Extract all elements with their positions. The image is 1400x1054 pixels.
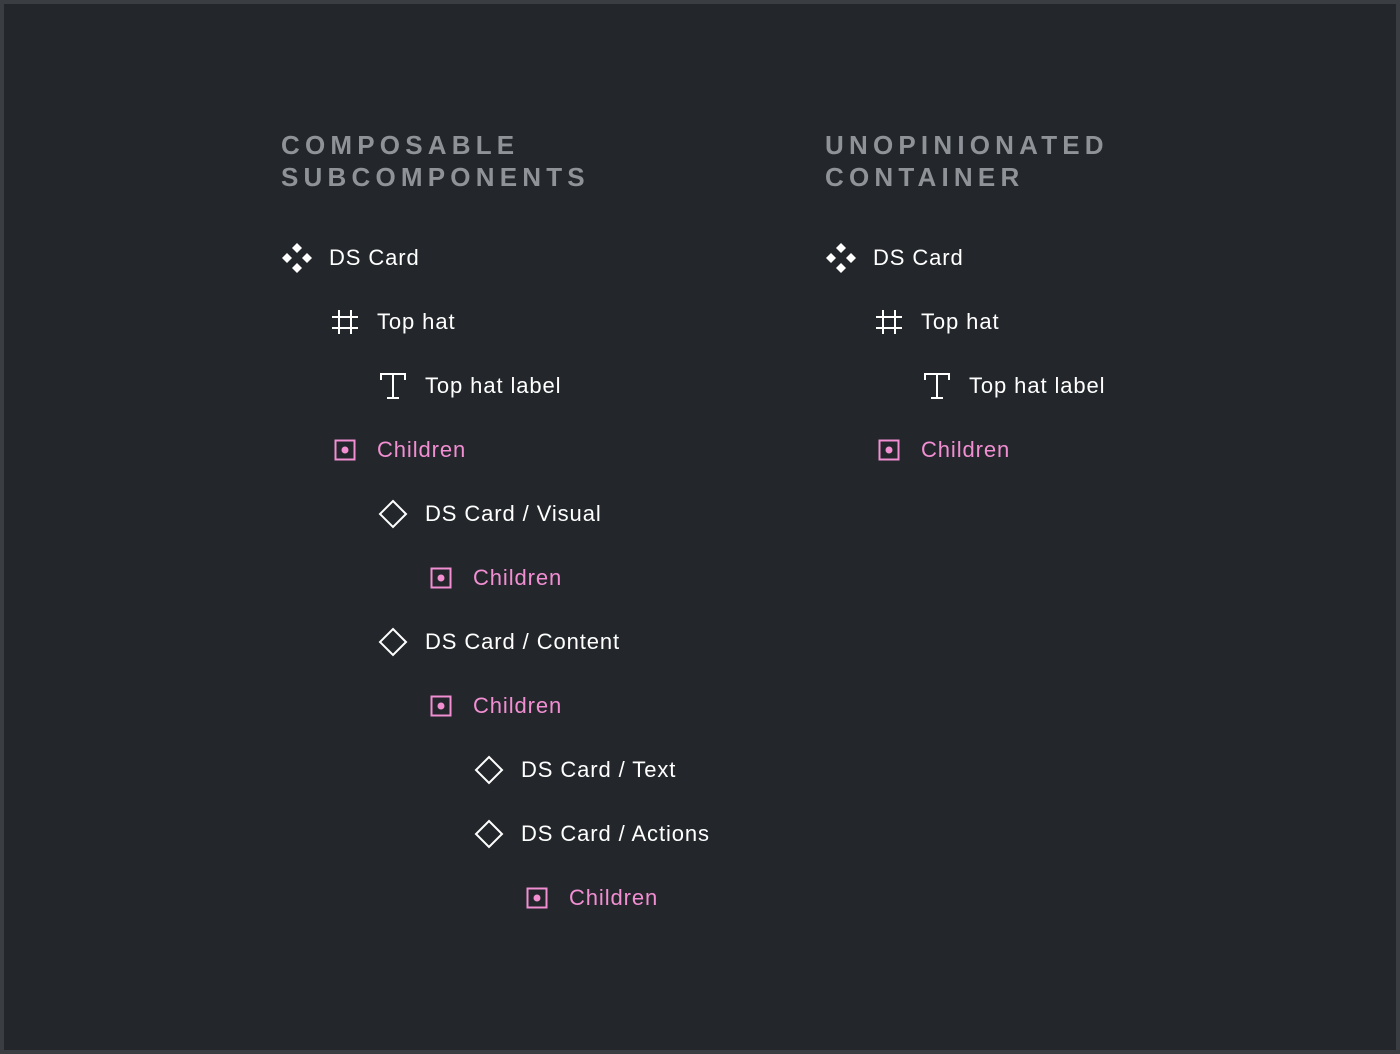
component-icon [825,242,857,274]
instance-icon [377,626,409,658]
layer-label: Children [473,693,563,718]
text-icon [377,370,409,402]
layer-row[interactable]: Children [425,562,562,594]
layer-label: Children [377,437,467,462]
layer-row[interactable]: Children [425,690,562,722]
layer-label: DS Card / Visual [425,501,602,526]
layer-label: DS Card [873,245,964,270]
layer-row[interactable]: DS Card / Visual [377,498,602,530]
layer-row[interactable]: Top hat label [921,370,1105,402]
instance-icon [377,498,409,530]
layer-row[interactable]: Children [873,434,1010,466]
slot-icon [521,882,553,914]
instance-icon [473,754,505,786]
layer-row[interactable]: Children [329,434,466,466]
instance-icon [473,818,505,850]
layer-label: Top hat [377,309,456,334]
component-icon [281,242,313,274]
column-heading: UNOPINIONATED CONTAINER [825,129,1109,193]
layer-label: DS Card / Actions [521,821,710,846]
layer-label: Children [569,885,659,910]
layer-row[interactable]: DS Card / Text [473,754,676,786]
layer-row[interactable]: Children [521,882,658,914]
layer-row[interactable]: Top hat [329,306,455,338]
layer-label: Children [921,437,1011,462]
text-icon [921,370,953,402]
layer-row[interactable]: DS Card / Content [377,626,620,658]
heading-line: UNOPINIONATED [825,130,1109,160]
slot-icon [873,434,905,466]
heading-line: SUBCOMPONENTS [281,162,590,192]
column-heading: COMPOSABLE SUBCOMPONENTS [281,129,590,193]
layer-row[interactable]: DS Card [825,242,964,274]
layer-row[interactable]: DS Card / Actions [473,818,710,850]
slot-icon [425,690,457,722]
layer-row[interactable]: Top hat label [377,370,561,402]
layer-row[interactable]: DS Card [281,242,420,274]
layer-label: DS Card / Text [521,757,677,782]
layer-label: DS Card / Content [425,629,621,654]
frame-icon [873,306,905,338]
frame-icon [329,306,361,338]
slot-icon [329,434,361,466]
heading-line: COMPOSABLE [281,130,520,160]
layer-row[interactable]: Top hat [873,306,999,338]
layer-label: Top hat label [425,373,562,398]
layer-label: DS Card [329,245,420,270]
layer-label: Top hat [921,309,1000,334]
layer-label: Top hat label [969,373,1106,398]
heading-line: CONTAINER [825,162,1025,192]
layer-label: Children [473,565,563,590]
slot-icon [425,562,457,594]
